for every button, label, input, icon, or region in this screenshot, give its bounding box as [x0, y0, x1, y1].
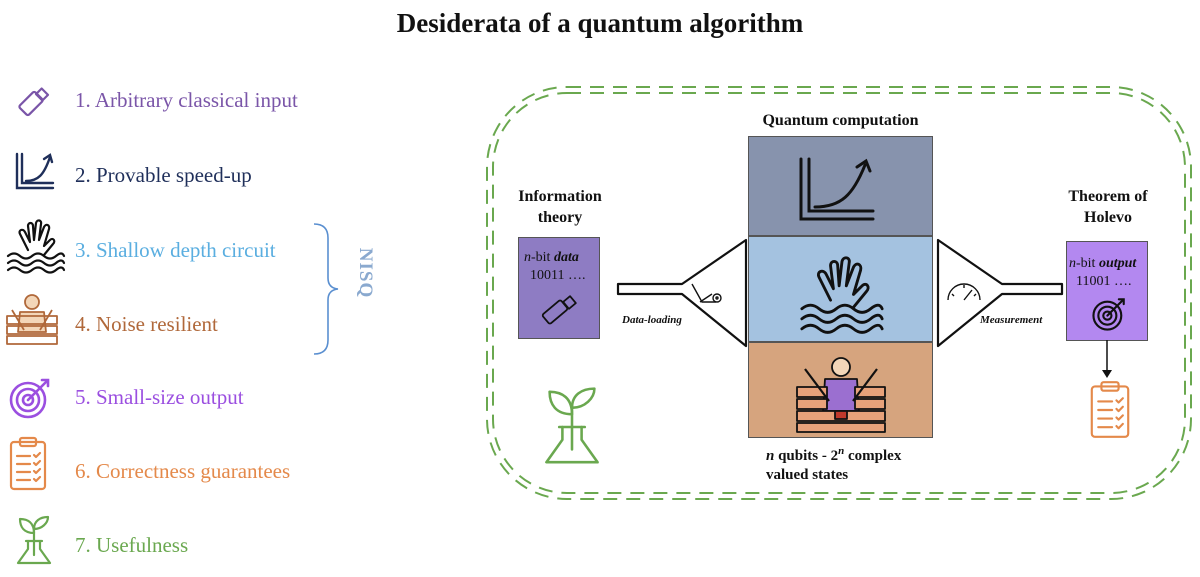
target-icon — [1092, 298, 1125, 331]
drowning-hand-icon — [6, 219, 66, 274]
measurement-label: Measurement — [980, 314, 1043, 326]
target-icon — [9, 378, 50, 419]
panel-noise-resilient — [748, 342, 933, 438]
measurement-funnel — [936, 238, 1064, 348]
diagram-dashed-frame — [486, 86, 1192, 500]
holevo-title: Theorem of Holevo — [1068, 188, 1148, 226]
tied-person-icon — [6, 294, 58, 345]
desideratum-6: 6. Correctness guarantees — [75, 459, 291, 483]
drowning-hand-icon — [800, 256, 884, 334]
data-loading-funnel — [616, 238, 748, 348]
quantum-computation-title: Quantum computation — [762, 112, 919, 129]
output-box: n-bit output 11001 …. — [1066, 241, 1148, 341]
clipboard-checklist-icon — [9, 436, 47, 491]
panel-speedup — [748, 136, 933, 236]
desideratum-1: 1. Arbitrary classical input — [75, 88, 298, 112]
output-arrow — [1102, 340, 1112, 378]
nisq-label: NISQ — [355, 247, 376, 299]
tied-person-icon — [796, 357, 886, 433]
qubits-caption: n qubits - 2n complex valued states — [766, 445, 902, 483]
sprout-flask-icon — [545, 387, 599, 464]
desideratum-3: 3. Shallow depth circuit — [75, 238, 276, 262]
growth-curve-icon — [799, 157, 875, 221]
data-box: n-bit data 10011 …. — [518, 237, 600, 339]
desideratum-2: 2. Provable speed-up — [75, 163, 252, 187]
panel-shallow-depth — [748, 236, 933, 342]
desideratum-4: 4. Noise resilient — [75, 312, 218, 336]
growth-curve-icon — [15, 152, 55, 190]
usb-stick-icon — [18, 87, 50, 117]
desideratum-7: 7. Usefulness — [75, 533, 189, 557]
nisq-bracket — [313, 223, 339, 355]
usb-stick-icon — [541, 295, 577, 325]
sprout-flask-icon — [16, 515, 52, 565]
clipboard-checklist-icon — [1090, 381, 1130, 438]
output-value: 11001 …. — [1076, 274, 1132, 289]
data-value: 10011 …. — [530, 268, 586, 283]
information-theory-title: Information theory — [518, 188, 602, 226]
data-loading-label: Data-loading — [622, 314, 682, 326]
desideratum-5: 5. Small-size output — [75, 385, 244, 409]
page-title: Desiderata of a quantum algorithm — [396, 8, 804, 38]
